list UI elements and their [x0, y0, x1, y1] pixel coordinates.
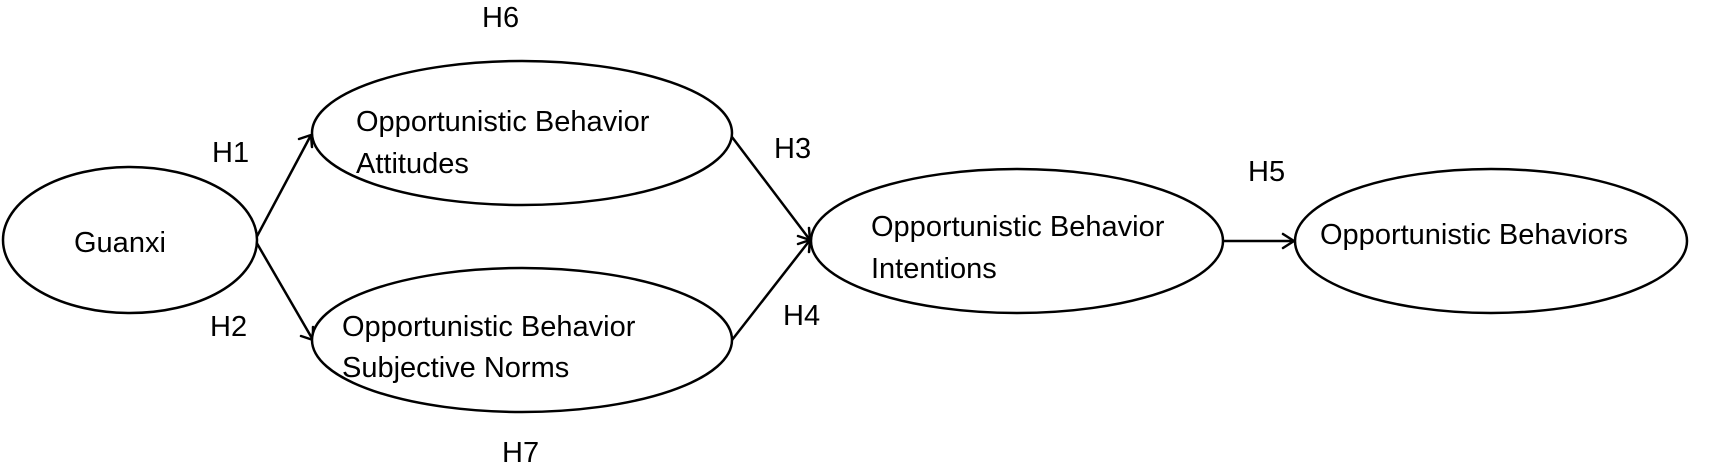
- node-attitudes-label: Opportunistic Behavior Attitudes: [356, 106, 657, 180]
- node-intentions-label: Opportunistic Behavior Intentions: [871, 211, 1172, 285]
- edge-h4-label: H4: [783, 300, 820, 332]
- edge-h1: [253, 133, 314, 241]
- h7-label: H7: [502, 437, 539, 464]
- node-behaviors-label-line-1: Opportunistic Behaviors: [1320, 219, 1628, 251]
- h6-label: H6: [482, 2, 519, 34]
- edge-h3-label: H3: [774, 133, 811, 165]
- node-attitudes-shape: [310, 59, 734, 207]
- node-norms-label-line-1: Opportunistic Behavior: [342, 311, 636, 343]
- edge-h2-line: [253, 239, 315, 341]
- edge-h5: [1222, 232, 1296, 250]
- node-intentions-label-line-2: Intentions: [871, 253, 997, 285]
- node-behaviors: Opportunistic Behaviors: [1293, 167, 1689, 315]
- node-behaviors-label: Opportunistic Behaviors: [1320, 219, 1628, 251]
- node-behaviors-shape: [1293, 167, 1689, 315]
- edge-h4-line: [731, 239, 811, 341]
- node-attitudes-label-line-2: Attitudes: [356, 148, 469, 180]
- node-norms: Opportunistic Behavior Subjective Norms: [310, 266, 734, 414]
- edge-h2-label: H2: [210, 311, 247, 343]
- node-intentions-label-line-1: Opportunistic Behavior: [871, 211, 1165, 243]
- node-guanxi-label: Guanxi: [74, 227, 166, 259]
- edge-h1-line: [253, 134, 313, 241]
- node-guanxi: Guanxi: [1, 165, 259, 315]
- node-intentions: Opportunistic Behavior Intentions: [809, 167, 1225, 315]
- edge-h3-line: [731, 136, 811, 241]
- edge-h2: [253, 239, 315, 342]
- node-norms-shape: [310, 266, 734, 414]
- edge-h1-label: H1: [212, 137, 249, 169]
- node-intentions-shape: [809, 167, 1225, 315]
- node-attitudes: Opportunistic Behavior Attitudes: [310, 59, 734, 207]
- node-guanxi-label-line-1: Guanxi: [74, 227, 166, 259]
- node-norms-label-line-2: Subjective Norms: [342, 352, 569, 384]
- edge-h5-label: H5: [1248, 156, 1285, 188]
- node-guanxi-shape: [1, 165, 259, 315]
- node-attitudes-label-line-1: Opportunistic Behavior: [356, 106, 650, 138]
- node-norms-label: Opportunistic Behavior Subjective Norms: [342, 311, 643, 384]
